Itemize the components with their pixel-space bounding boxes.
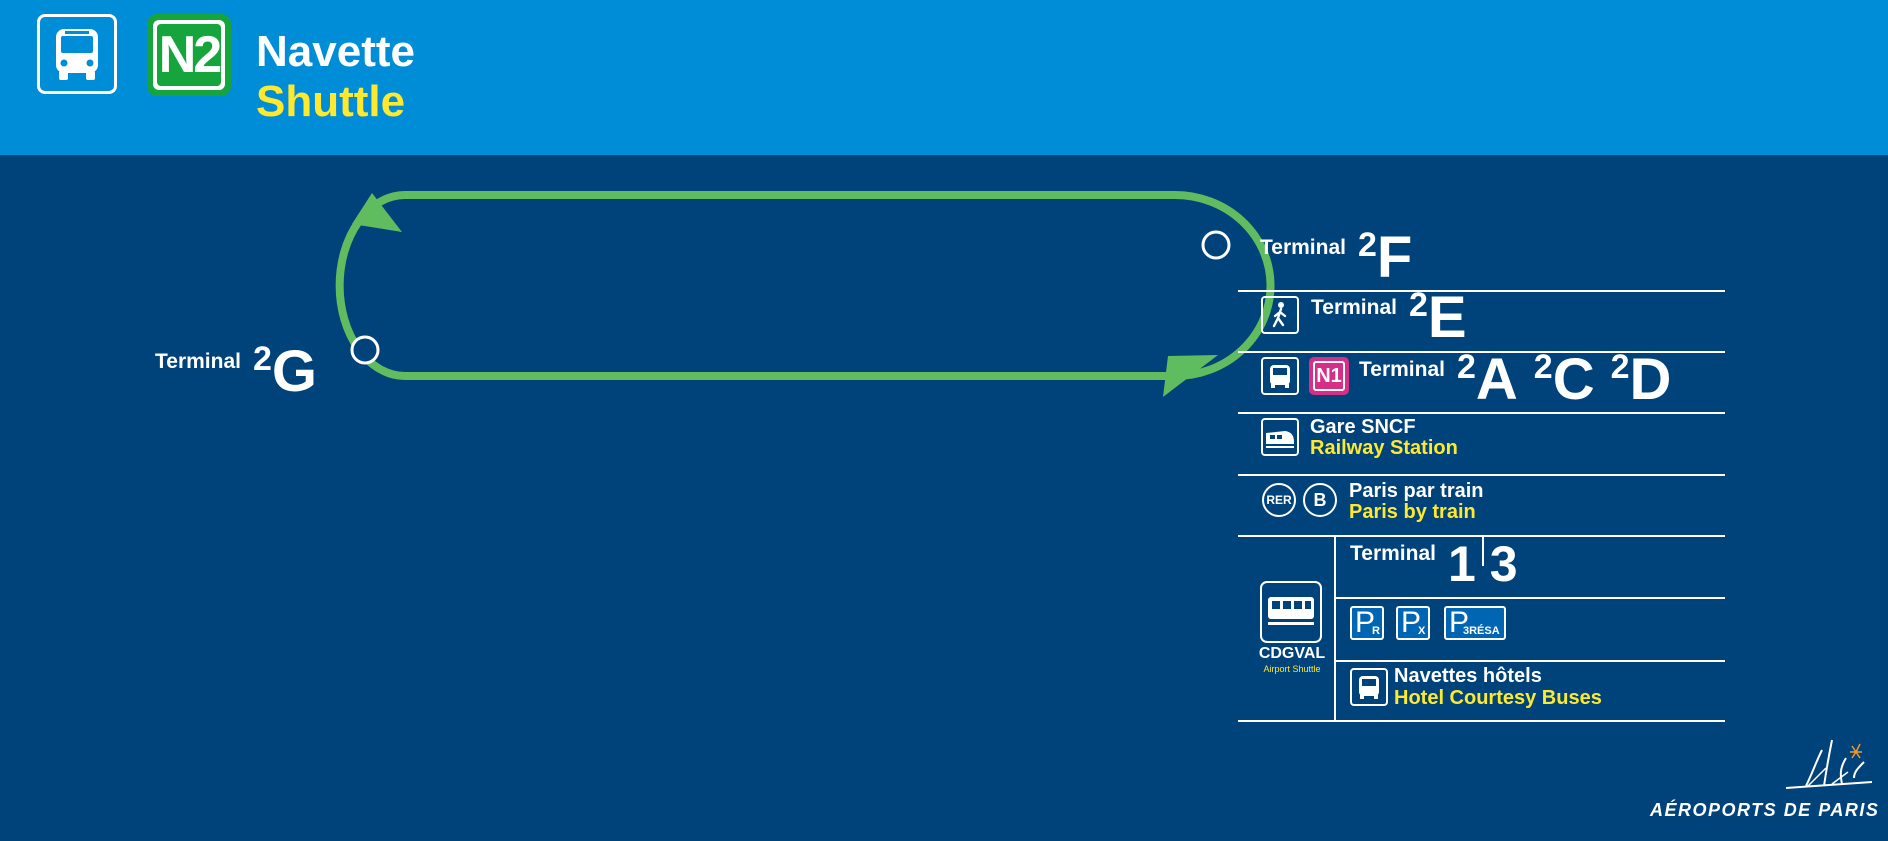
terminal-2e-code: E: [1427, 285, 1467, 350]
hotel-bus-icon: [1350, 668, 1388, 706]
cdgval-train-icon: [1260, 581, 1322, 643]
stop-2f-sup: 2: [1357, 226, 1377, 264]
rer-label-fr: Paris par train: [1349, 480, 1484, 502]
rer-label-en: Paris by train: [1349, 501, 1476, 523]
stop-2f-code: F: [1376, 225, 1413, 290]
line-badge-n2: N2: [147, 14, 231, 96]
line-badge-n1: N1: [1309, 357, 1349, 395]
adp-brand-text: AÉROPORTS DE PARIS: [1650, 800, 1880, 820]
terminal-2d-sup: 2: [1610, 348, 1630, 386]
stop-2g-sup: 2: [252, 340, 272, 378]
divider: [1238, 720, 1725, 722]
hotel-label-en: Hotel Courtesy Buses: [1394, 687, 1602, 709]
divider: [1238, 474, 1725, 476]
terminal-2c-sup: 2: [1533, 348, 1553, 386]
stop-2g-label: Terminal: [155, 350, 241, 373]
train-icon: [1261, 418, 1299, 456]
stop-2g-marker: [350, 335, 380, 365]
terminal-2e: Terminal 2E: [1311, 286, 1467, 347]
stop-2g: Terminal 2G: [155, 340, 317, 401]
header-band: N2 Navette Shuttle: [0, 0, 1888, 155]
parking-pr-letter: P: [1355, 606, 1376, 639]
cdgval-subtitle: Airport Shuttle: [1263, 664, 1321, 674]
stop-2f-label: Terminal: [1260, 236, 1346, 259]
bus-icon: [37, 14, 117, 94]
sncf-label-fr: Gare SNCF: [1310, 416, 1416, 438]
parking-p3-sub: 3RÉSA: [1463, 625, 1500, 637]
divider: [1238, 290, 1725, 292]
cdgval-divider: [1334, 535, 1336, 721]
terminal-2e-label: Terminal: [1311, 296, 1397, 319]
divider: [1336, 660, 1725, 662]
terminal-2acd-label: Terminal: [1359, 358, 1445, 381]
terminal-separator: [1481, 536, 1484, 566]
divider: [1238, 412, 1725, 414]
terminal-2a-sup: 2: [1456, 348, 1476, 386]
terminal-1-code: 1: [1447, 536, 1476, 592]
direction-arrow-bottom: [1163, 355, 1218, 397]
walking-person-icon: [1261, 296, 1299, 334]
terminal-1-3-label: Terminal: [1350, 542, 1436, 565]
divider: [1336, 597, 1725, 599]
parking-px-letter: P: [1401, 606, 1422, 639]
stop-2f: Terminal 2F: [1260, 226, 1412, 287]
loop-path: [335, 191, 1275, 380]
parking-px-sub: X: [1418, 625, 1426, 637]
cdgval-name: CDGVAL: [1258, 645, 1326, 662]
rer-badge: RER: [1262, 483, 1296, 517]
stop-2f-marker: [1201, 230, 1231, 260]
hotel-label-fr: Navettes hôtels: [1394, 665, 1542, 687]
direction-arrow-top: [352, 193, 402, 232]
title-french: Navette: [256, 27, 415, 76]
terminal-3-code: 3: [1489, 536, 1518, 592]
terminal-2d-code: D: [1629, 347, 1672, 412]
title-english: Shuttle: [256, 77, 406, 126]
terminal-2e-sup: 2: [1408, 286, 1428, 324]
bus-icon: [1261, 357, 1299, 395]
rer-line-b-badge: B: [1303, 483, 1337, 517]
terminal-2c-code: C: [1552, 347, 1595, 412]
terminal-2a-code: A: [1475, 347, 1518, 412]
parking-pr-sub: R: [1372, 625, 1380, 637]
adp-logo-icon: [1785, 739, 1873, 789]
n1-code: N1: [1313, 361, 1345, 391]
divider: [1238, 351, 1725, 353]
line-code: N2: [157, 24, 222, 86]
parking-p3-letter: P: [1449, 606, 1470, 639]
divider: [1238, 535, 1725, 537]
stop-2g-code: G: [271, 339, 318, 404]
sncf-label-en: Railway Station: [1310, 437, 1458, 459]
